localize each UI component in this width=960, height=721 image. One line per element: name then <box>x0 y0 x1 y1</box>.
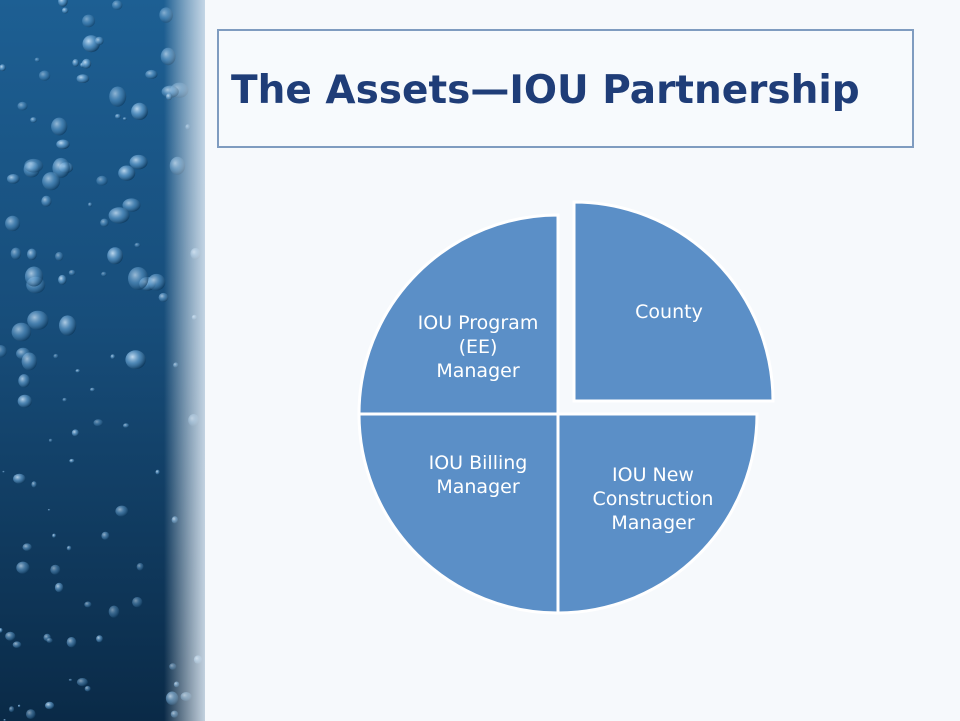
segment-label-program: IOU Program(EE)Manager <box>418 312 539 382</box>
title-box: The Assets—IOU Partnership <box>217 29 914 148</box>
segment-shape-county <box>572 200 775 403</box>
segment-label-line: Construction <box>593 488 714 510</box>
water-bubbles-image <box>0 0 205 721</box>
segment-label-county: County <box>635 301 703 323</box>
segment-label-line: County <box>635 301 703 323</box>
segment-label-line: IOU New <box>612 464 694 486</box>
segment-label-line: Manager <box>436 476 519 498</box>
segment-label-line: (EE) <box>459 336 498 358</box>
segment-shape-program <box>357 213 560 416</box>
segment-label-line: IOU Billing <box>429 452 528 474</box>
segment-label-line: IOU Program <box>418 312 539 334</box>
segment-label-line: Manager <box>611 512 694 534</box>
segment-county: County <box>572 200 775 403</box>
segment-label-line: Manager <box>436 360 519 382</box>
segment-shape-billing <box>357 412 560 615</box>
slide-title: The Assets—IOU Partnership <box>231 68 860 113</box>
segment-shape-new-construction <box>556 412 759 615</box>
segment-program: IOU Program(EE)Manager <box>357 213 560 416</box>
